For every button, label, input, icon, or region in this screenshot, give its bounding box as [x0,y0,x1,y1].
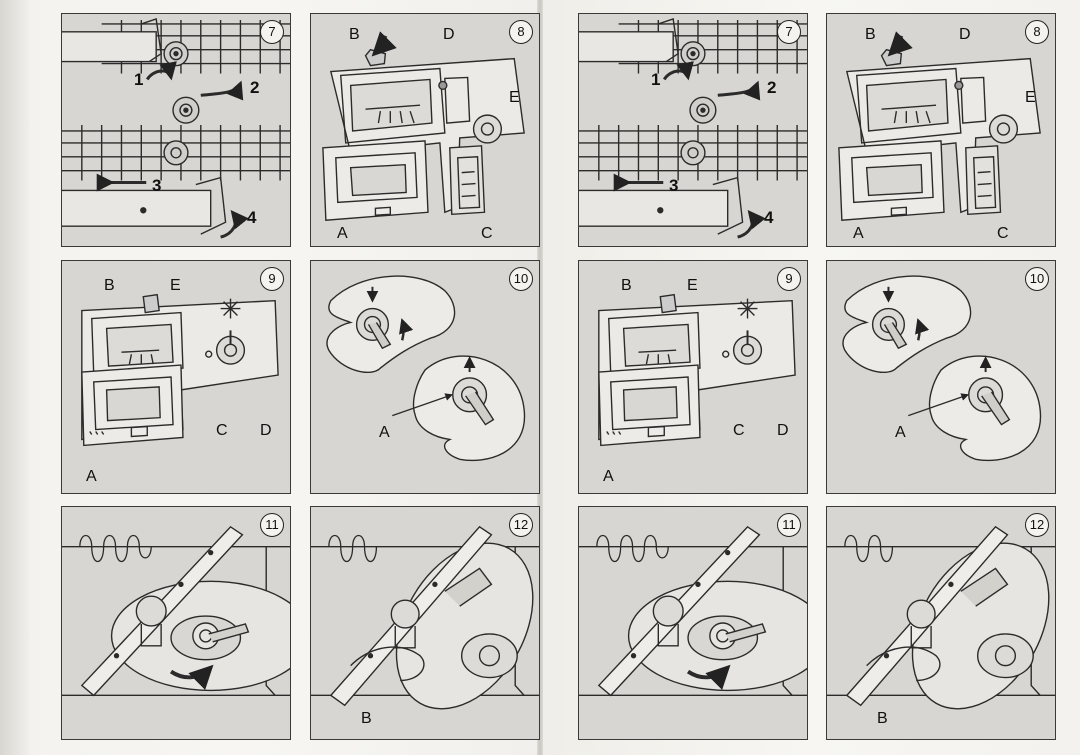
step-label-1: 1 [134,70,144,89]
figure-number: 9 [777,267,801,291]
figure-panel-12: 12 B [310,506,540,740]
figure-panel-9: 9 B E C D A [578,260,808,494]
label-c: C [733,422,745,439]
figure-panel-10: 10 A [310,260,540,494]
figure-number: 7 [260,20,284,44]
dispenser-open-illustration [827,14,1055,246]
figure-number: 8 [1025,20,1049,44]
label-c: C [997,225,1009,242]
figure-number: 8 [509,20,533,44]
step-label-2: 2 [250,78,260,97]
figure-panel-8: 8 B D E A C [310,13,540,247]
label-b: B [621,277,632,294]
filter-plate-install-illustration [311,507,539,739]
label-e: E [687,277,698,294]
label-b: B [104,277,115,294]
label-e: E [170,277,181,294]
figure-number: 11 [260,513,284,537]
filter-plates-illustration [827,261,1055,493]
label-a: A [86,468,97,485]
label-b: B [865,26,876,43]
figure-panel-8: 8 B D E A C [826,13,1056,247]
figure-number: 10 [509,267,533,291]
label-e: E [1025,89,1036,106]
figure-panel-7: 7 1 2 3 4 [578,13,808,247]
label-a: A [603,468,614,485]
figure-panel-10: 10 A [826,260,1056,494]
label-e: E [509,89,520,106]
dispenser-open-illustration [311,14,539,246]
label-d: D [959,26,971,43]
page-spine [537,0,543,755]
spray-arm-illustration [62,507,290,739]
label-a: A [379,424,390,441]
figure-panel-11: 11 [578,506,808,740]
step-label-3: 3 [152,176,162,195]
figure-panel-9: 9 B E C D A [61,260,291,494]
label-b: B [877,710,888,727]
label-d: D [260,422,272,439]
label-a: A [895,424,906,441]
figure-number: 12 [509,513,533,537]
label-c: C [481,225,493,242]
dispenser-closed-illustration [579,261,807,493]
label-a: A [853,225,864,242]
label-b: B [361,710,372,727]
figure-number: 9 [260,267,284,291]
figure-number: 12 [1025,513,1049,537]
filter-plate-install-illustration [827,507,1055,739]
label-d: D [443,26,455,43]
figure-panel-7: 7 1 2 3 4 [61,13,291,247]
filter-plates-illustration [311,261,539,493]
dispenser-closed-illustration [62,261,290,493]
step-label-3: 3 [669,176,679,195]
figure-panel-11: 11 [61,506,291,740]
figure-number: 7 [777,20,801,44]
figure-panel-12: 12 B [826,506,1056,740]
label-b: B [349,26,360,43]
figure-number: 11 [777,513,801,537]
step-label-4: 4 [247,208,257,227]
label-d: D [777,422,789,439]
step-label-4: 4 [764,208,774,227]
label-a: A [337,225,348,242]
figure-number: 10 [1025,267,1049,291]
step-label-1: 1 [651,70,661,89]
spray-arm-illustration [579,507,807,739]
label-c: C [216,422,228,439]
step-label-2: 2 [767,78,777,97]
